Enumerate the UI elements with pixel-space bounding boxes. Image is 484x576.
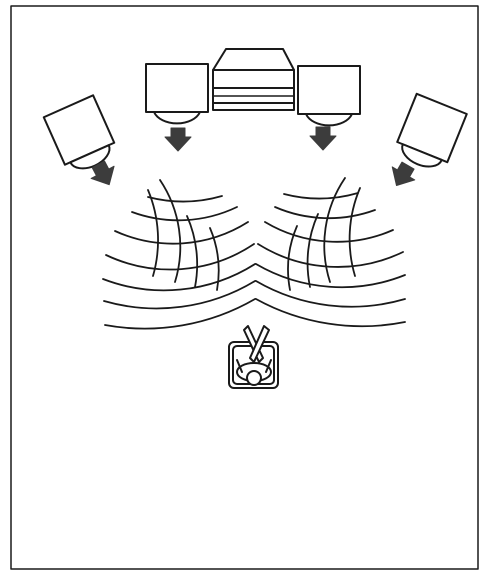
arrow-down-right-icon	[90, 160, 115, 186]
arrow-down-icon	[309, 126, 337, 151]
listener-head	[246, 370, 262, 386]
arrow-down-icon	[164, 127, 192, 152]
left-sound-waves	[102, 179, 256, 330]
front-right-speaker	[297, 65, 361, 127]
arrow-down-left-icon	[391, 161, 416, 187]
center-speaker	[212, 48, 295, 111]
surround-left-speaker	[42, 94, 116, 170]
right-sound-waves	[255, 177, 406, 328]
front-left-speaker	[145, 63, 209, 125]
listener-seat	[228, 325, 279, 389]
surround-right-speaker	[396, 92, 468, 168]
direction-arrows	[90, 126, 416, 187]
